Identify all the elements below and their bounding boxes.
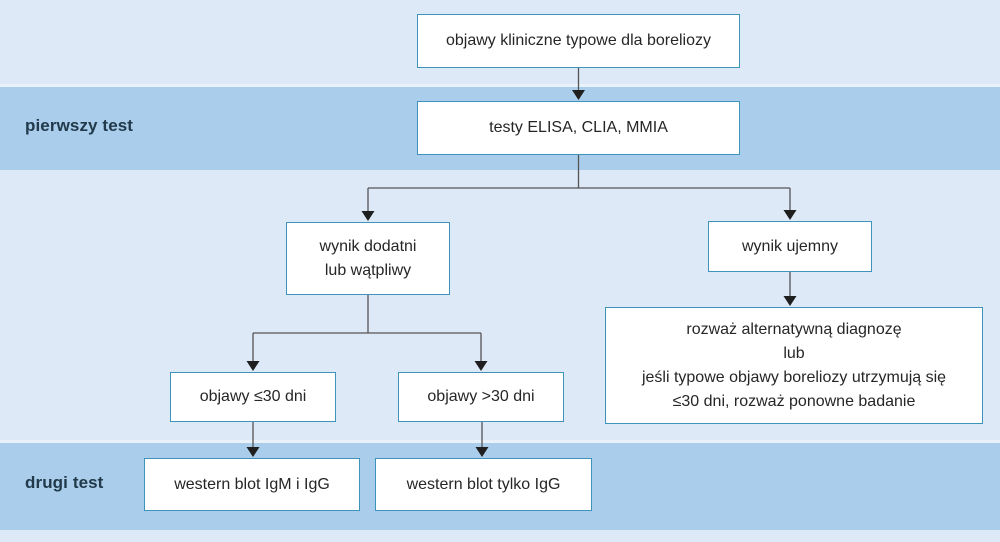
row-label-first-test: pierwszy test <box>25 116 134 135</box>
node-first-tests-elisa: testy ELISA, CLIA, MMIA <box>417 101 740 155</box>
row-label-second-test: drugi test <box>25 473 104 492</box>
arrow-gt30-to-wb2 <box>475 422 489 457</box>
node-result-negative-text: wynik ujemny <box>741 237 839 255</box>
connector-elisa-split <box>361 155 797 221</box>
arrow-symptoms-to-elisa <box>572 68 585 100</box>
node-alternative-diagnosis-line2: lub <box>783 344 805 362</box>
node-alternative-diagnosis-line4: ≤30 dni, rozważ ponowne badanie <box>672 392 916 410</box>
arrow-le30-to-wb1 <box>246 422 260 457</box>
node-symptoms-le-30-days: objawy ≤30 dni <box>170 372 336 422</box>
node-result-positive: wynik dodatni lub wątpliwy <box>286 222 450 295</box>
node-western-blot-igg-only: western blot tylko IgG <box>375 458 592 511</box>
node-alternative-diagnosis: rozważ alternatywną diagnozę lub jeśli t… <box>605 307 983 424</box>
connector-positive-split <box>246 295 488 371</box>
node-symptoms-le-30-days-text: objawy ≤30 dni <box>199 388 307 406</box>
node-clinical-symptoms: objawy kliniczne typowe dla boreliozy <box>417 14 740 68</box>
node-clinical-symptoms-text: objawy kliniczne typowe dla boreliozy <box>445 32 712 50</box>
node-alternative-diagnosis-line3: jeśli typowe objawy boreliozy utrzymują … <box>641 368 947 386</box>
node-result-positive-line2: lub wątpliwy <box>324 261 412 279</box>
node-symptoms-gt-30-days: objawy >30 dni <box>398 372 564 422</box>
node-western-blot-igg-only-text: western blot tylko IgG <box>406 475 561 493</box>
node-result-negative: wynik ujemny <box>708 221 872 272</box>
node-first-tests-elisa-text: testy ELISA, CLIA, MMIA <box>489 119 668 137</box>
arrow-negative-to-alternative <box>783 272 797 306</box>
node-western-blot-igm-igg-text: western blot IgM i IgG <box>174 475 330 493</box>
node-western-blot-igm-igg: western blot IgM i IgG <box>144 458 360 511</box>
node-result-positive-line1: wynik dodatni <box>319 238 417 256</box>
node-alternative-diagnosis-line1: rozważ alternatywną diagnozę <box>686 320 902 338</box>
node-symptoms-gt-30-days-text: objawy >30 dni <box>427 388 535 406</box>
